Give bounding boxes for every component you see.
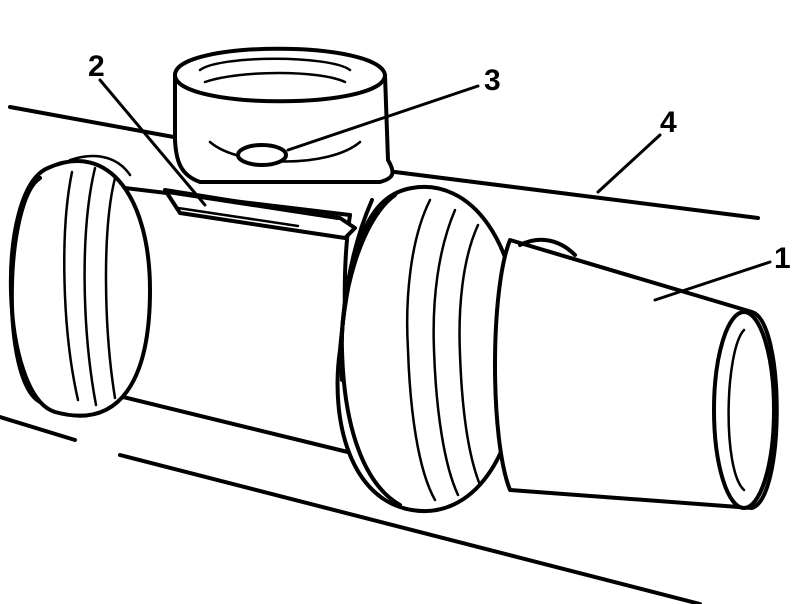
mounting-clamp	[163, 46, 395, 240]
leader-4	[596, 133, 662, 194]
callout-label-1: 1	[774, 242, 791, 275]
callout-label-2: 2	[88, 50, 105, 83]
bushing-rings	[335, 184, 522, 514]
housing-body	[9, 154, 362, 457]
leader-lines	[98, 78, 772, 302]
leader-1	[653, 260, 772, 302]
rack-tube	[0, 105, 760, 604]
callout-label-4: 4	[660, 106, 677, 139]
callout-labels: 1 2 3 4	[88, 50, 791, 275]
leader-3	[286, 84, 480, 152]
leader-2	[98, 78, 207, 207]
tapered-end	[493, 237, 779, 510]
callout-label-3: 3	[484, 64, 501, 97]
